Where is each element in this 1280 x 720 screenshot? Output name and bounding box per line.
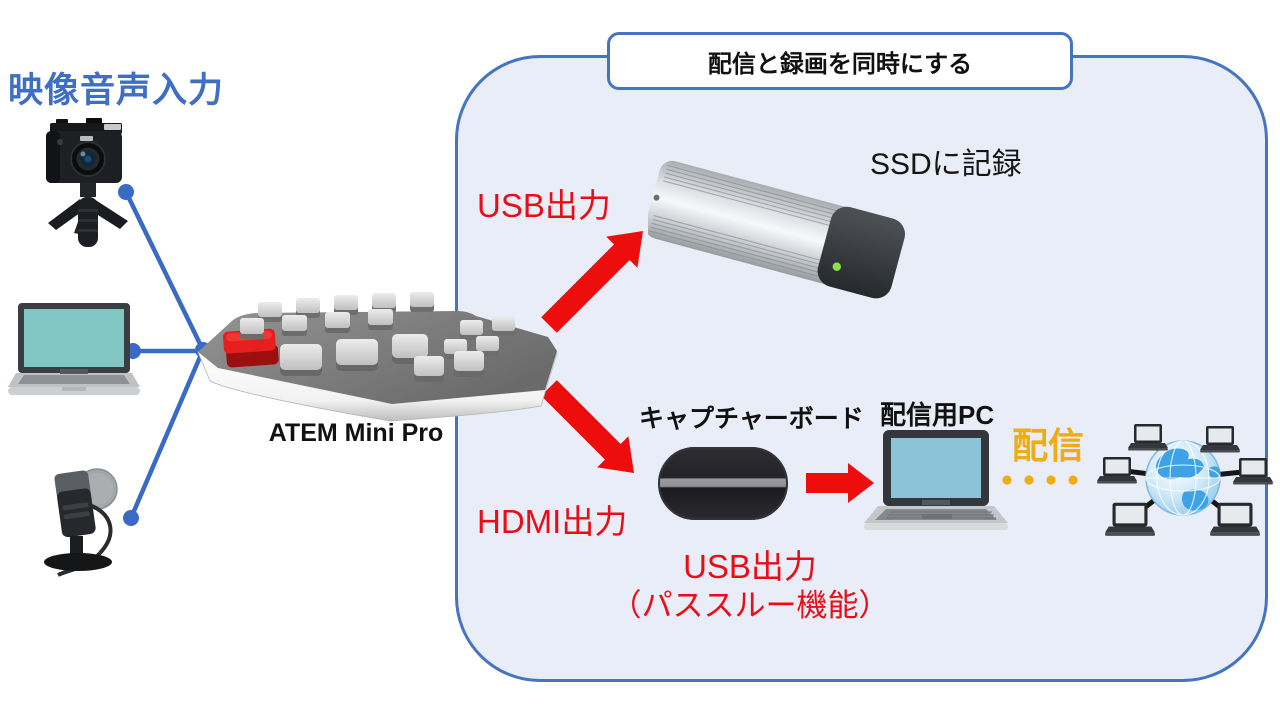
streaming-pc-caption: 配信用PC (880, 400, 995, 430)
streaming-pc-icon (864, 430, 1008, 530)
external-ssd-icon (648, 160, 906, 299)
inputs-heading: 映像音声入力 (8, 71, 225, 110)
laptop-icon (8, 303, 140, 395)
usb-passthrough-line1: USB出力 (683, 548, 817, 585)
frame-title: 配信と録画を同時にする (707, 50, 973, 78)
usb-passthrough-line2: （パススルー機能） (610, 587, 890, 623)
atem-label: ATEM Mini Pro (268, 419, 444, 447)
stream-label: 配信 (1012, 425, 1085, 466)
internet-network-icon (1097, 424, 1273, 536)
camera-icon (46, 118, 128, 247)
frame-title-banner: 配信と録画を同時にする (607, 32, 1073, 90)
microphone-icon (44, 468, 118, 577)
atem-buttons (240, 292, 515, 382)
usb-output-label: USB出力 (477, 187, 611, 224)
ssd-caption: SSDに記録 (870, 148, 1022, 181)
capture-board-caption: キャプチャーボード (639, 405, 864, 433)
capture-board-icon (658, 447, 788, 520)
hdmi-output-label: HDMI出力 (477, 503, 628, 540)
usb-passthrough-note: USB出力 （パススルー機能） (588, 547, 912, 624)
atem-mini-pro-icon (197, 292, 558, 422)
simultaneous-output-frame (455, 55, 1268, 682)
